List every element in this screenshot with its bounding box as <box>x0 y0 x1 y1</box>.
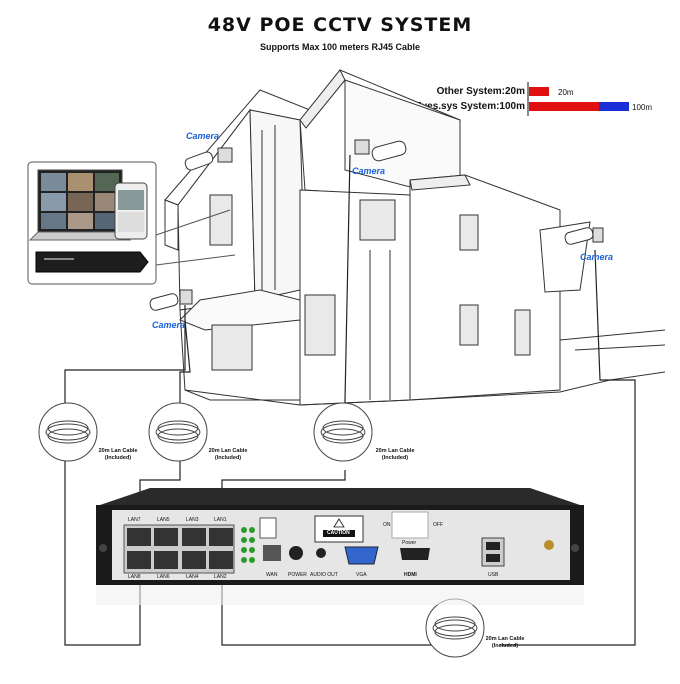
power-label: POWER <box>288 572 307 578</box>
vga-port <box>344 546 379 565</box>
camera-label-lower-left: Camera <box>152 320 186 330</box>
cable-label-bottom-line2: (Included) <box>491 643 519 649</box>
monitor-inset <box>27 161 157 285</box>
hdmi-label: HDMI <box>404 572 417 578</box>
page-subtitle: Supports Max 100 meters RJ45 Cable <box>259 42 421 52</box>
other-system-label: Other System:20m <box>436 86 525 97</box>
lan4-label: LAN4 <box>186 574 199 580</box>
cable-label-center-line1: 20m Lan Cable <box>375 448 415 454</box>
label-sticker <box>259 517 277 539</box>
camera-label-top-left: Camera <box>186 131 220 141</box>
cable-coil-left <box>38 402 98 462</box>
cable-coil-center-left <box>148 402 208 462</box>
camera-top-left <box>184 147 233 171</box>
camera-right <box>564 227 604 245</box>
power-switch <box>391 511 429 539</box>
eyes-system-label: Eyes.sys System:100m <box>414 101 525 112</box>
range-bars <box>527 82 629 116</box>
camera-top-middle <box>354 139 407 162</box>
inset-link-2 <box>155 254 236 266</box>
eyes-system-bar-red <box>529 102 599 111</box>
lan-port-block <box>123 524 235 574</box>
caution-label: CAUTION <box>327 530 350 536</box>
cable-coil-center <box>313 402 373 462</box>
eyes-system-value: 100m <box>632 103 653 112</box>
lan2-label: LAN2 <box>214 574 227 580</box>
cable-label-bottom: 20m Lan Cable (Included) <box>475 636 535 650</box>
cable-label-center-line2: (Included) <box>381 455 409 461</box>
power-switch-label: Power <box>402 540 417 546</box>
warning-icon <box>333 518 345 528</box>
house-illustration <box>164 69 666 406</box>
camera-label-top-middle: Camera <box>352 166 386 176</box>
cable-label-center: 20m Lan Cable (Included) <box>365 448 425 462</box>
nvr-recorder <box>96 488 584 605</box>
eyes-system-bar-blue <box>599 102 629 111</box>
usb-label: USB <box>488 572 499 578</box>
cable-label-left-line1: 20m Lan Cable <box>98 448 138 454</box>
inset-link <box>155 209 231 236</box>
audio-out-label: AUDIO OUT <box>310 572 338 578</box>
hdmi-port <box>400 548 430 560</box>
off-label: OFF <box>433 522 443 528</box>
lan7-label: LAN7 <box>128 517 141 523</box>
audio-jack <box>316 548 326 558</box>
other-system-bar <box>529 87 549 96</box>
lan1-label: LAN1 <box>214 517 227 523</box>
cable-label-bottom-line1: 20m Lan Cable <box>485 636 525 642</box>
other-system-value: 20m <box>558 88 574 97</box>
lan3-label: LAN3 <box>186 517 199 523</box>
camera-label-right: Camera <box>580 252 614 262</box>
lan5-label: LAN5 <box>157 517 170 523</box>
page-title: 48V POE CCTV SYSTEM <box>207 14 473 36</box>
cable-label-left-line2: (Included) <box>104 455 132 461</box>
cable-label-left: 20m Lan Cable (Included) <box>88 448 148 462</box>
status-leds <box>241 527 255 563</box>
vga-label: VGA <box>356 572 367 578</box>
cable-label-center-left-line1: 20m Lan Cable <box>208 448 248 454</box>
lan6-label: LAN6 <box>157 574 170 580</box>
wan-port <box>263 545 281 561</box>
cable-label-center-left-line2: (Included) <box>214 455 242 461</box>
power-jack <box>289 546 303 560</box>
camera-lower-left <box>149 289 193 311</box>
lan8-label: LAN8 <box>128 574 141 580</box>
cable-label-center-left: 20m Lan Cable (Included) <box>198 448 258 462</box>
wan-label: WAN <box>266 572 278 578</box>
on-label: ON <box>383 522 391 528</box>
ground-screw <box>544 540 554 550</box>
caution-sticker <box>314 515 364 543</box>
